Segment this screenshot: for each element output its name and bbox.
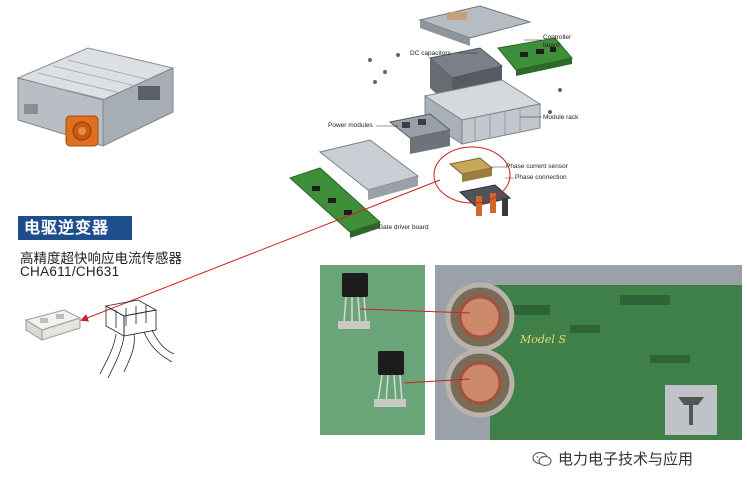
power-modules [388, 113, 452, 154]
callout-module-rack: Module rack [543, 114, 579, 121]
wechat-icon [532, 451, 552, 467]
watermark-text: 电力电子技术与应用 [558, 450, 694, 468]
title-badge: 电驱逆变器 [18, 216, 132, 240]
callout-power-modules: Power modules [328, 122, 373, 129]
controller-board [497, 37, 573, 76]
sensor-description: 高精度超快响应电流传感器 [20, 251, 182, 267]
callout-phase-current-sensor: Phase current sensor [506, 163, 568, 170]
module-rack [423, 79, 542, 145]
sensor-model: CHA611/CH631 [20, 264, 120, 279]
photo-label: Model S [520, 333, 566, 346]
phase-current-sensor-part [448, 157, 494, 182]
side-bracket [318, 139, 420, 200]
callout-phase-connection: Phase connection [515, 174, 567, 181]
watermark: 电力电子技术与应用 [532, 448, 693, 469]
top-cover [418, 5, 532, 46]
gate-driver-board [289, 167, 381, 238]
sensor-photo-left [320, 265, 425, 435]
sensor-installation-photos [320, 265, 742, 440]
sensor-photo-right [435, 265, 742, 440]
callout-gate-driver-board: Gate driver board [378, 224, 429, 231]
callout-controller-board: Controller board [543, 34, 572, 49]
white-current-sensor-image [24, 309, 82, 341]
inverter-housing-image [16, 47, 175, 147]
phase-connection-part [458, 184, 512, 216]
sensor-line-drawing [99, 299, 175, 379]
callout-dc-capacitors: DC capacitors [410, 50, 451, 57]
exploded-assembly-diagram [289, 5, 573, 238]
